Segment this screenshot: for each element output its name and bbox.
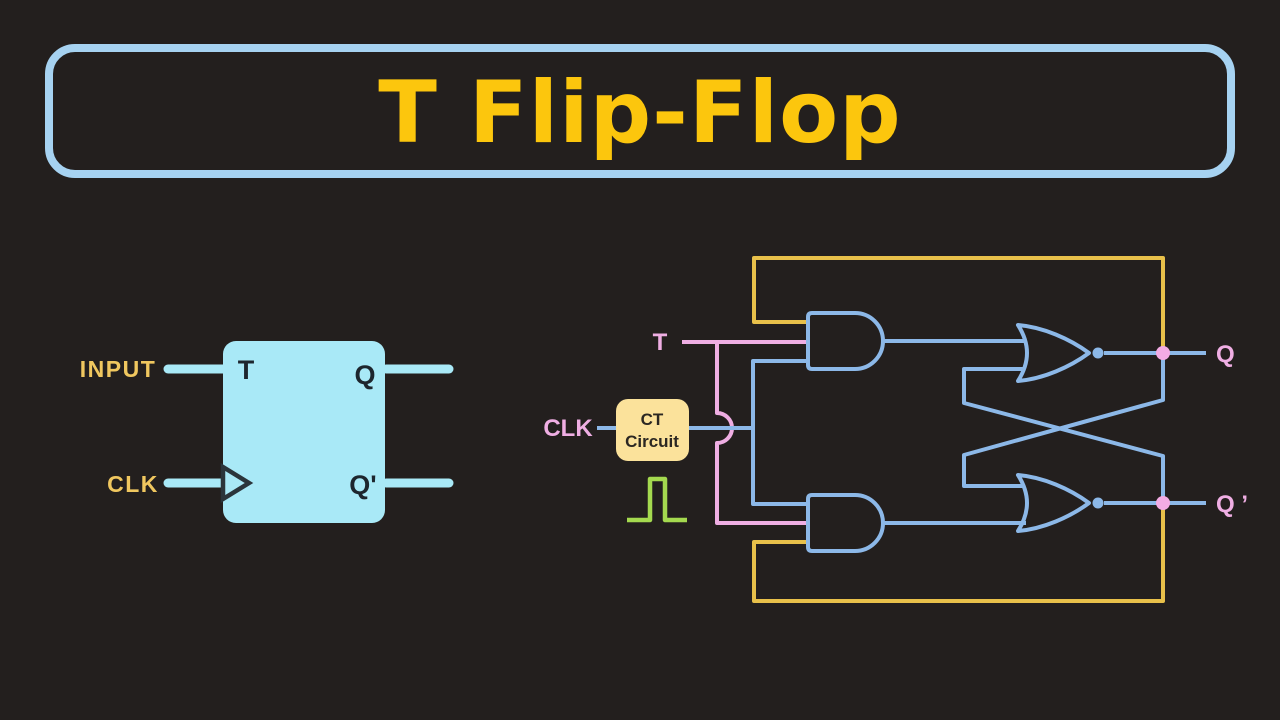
clock-edge-triangle-icon xyxy=(220,462,254,504)
clk-branch-wire xyxy=(751,359,808,506)
block-qbar-pin-label: Q' xyxy=(349,470,376,500)
circuit-t-label: T xyxy=(653,329,668,356)
qbar-cross-coupling-wire xyxy=(962,367,1165,503)
ct-circuit-label-line2: Circuit xyxy=(625,432,679,451)
q-feedback-wire xyxy=(752,256,1165,350)
qbar-feedback-wire xyxy=(752,506,1165,603)
clock-pulse-icon xyxy=(627,476,687,523)
block-input-label: INPUT xyxy=(80,356,157,382)
bottom-nor-gate xyxy=(1016,473,1091,533)
q-cross-coupling-wire xyxy=(962,353,1165,488)
t-flipflop-gate-circuit: T CLK CT Circuit xyxy=(543,256,1248,603)
t-flipflop-block-diagram: INPUT CLK T Q Q' xyxy=(80,341,454,523)
t-branch-wire-with-hop xyxy=(715,342,808,525)
block-clk-label: CLK xyxy=(107,471,159,497)
flipflop-box xyxy=(223,341,385,523)
top-nor-bubble xyxy=(1092,347,1104,359)
qbar-output-label: Q ’ xyxy=(1216,491,1248,518)
ct-circuit-label-line1: CT xyxy=(641,410,664,429)
page-title: T Flip-Flop xyxy=(378,63,902,163)
bottom-nor-bubble xyxy=(1092,497,1104,509)
block-q-pin-label: Q xyxy=(354,360,375,390)
q-output-label: Q xyxy=(1216,341,1235,368)
top-nor-gate xyxy=(1016,323,1091,383)
circuit-clk-label: CLK xyxy=(543,415,593,442)
top-and-gate xyxy=(806,311,885,371)
title-banner: T Flip-Flop xyxy=(45,44,1235,178)
ct-circuit-box xyxy=(616,399,689,461)
block-t-pin-label: T xyxy=(238,355,255,385)
bottom-and-gate xyxy=(806,493,885,553)
q-node-dot xyxy=(1156,346,1170,360)
qbar-node-dot xyxy=(1156,496,1170,510)
